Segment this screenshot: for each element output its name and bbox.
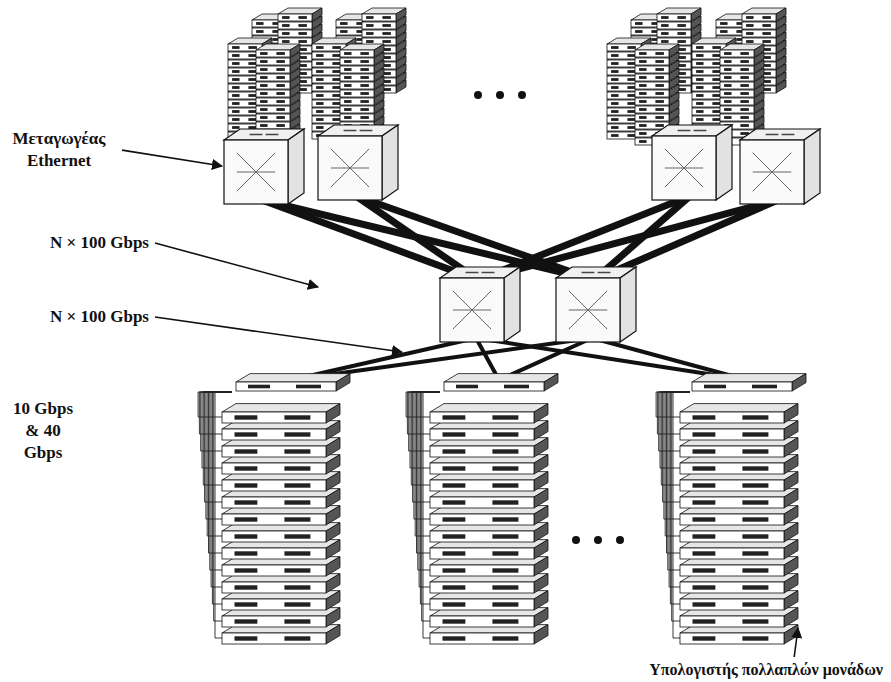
ethernet-switch (318, 125, 398, 200)
multicore-server (680, 489, 798, 508)
multicore-server (222, 472, 340, 491)
server-cluster (228, 8, 322, 145)
server-unit (278, 8, 322, 21)
server-unit (742, 8, 786, 21)
server-unit (635, 44, 679, 57)
ellipsis-dots (474, 91, 624, 544)
multicore-server (222, 625, 340, 644)
server-unit (657, 8, 701, 21)
callout-label: Μεταγωγέας Ethernet (2, 128, 116, 172)
multicore-server (680, 523, 798, 542)
multicore-server (430, 472, 548, 491)
multicore-server (222, 455, 340, 474)
links (262, 196, 778, 380)
server-rack (198, 374, 350, 644)
multicore-server (222, 506, 340, 525)
server-rack (656, 374, 806, 644)
callout-label: N × 100 Gbps (50, 232, 149, 254)
multicore-server (430, 455, 548, 474)
server-cluster (312, 8, 406, 145)
leader-arrows (122, 150, 798, 657)
multicore-server (430, 540, 548, 559)
uplink-100g (478, 200, 778, 280)
multicore-server (222, 404, 340, 423)
multicore-server (430, 591, 548, 610)
server-unit (256, 44, 300, 57)
uplink-100g (356, 196, 594, 280)
multicore-server (222, 523, 340, 542)
ethernet-switch (740, 129, 820, 204)
multicore-server (222, 438, 340, 457)
leader-arrow (794, 628, 798, 657)
multicore-server (680, 404, 798, 423)
ethernet-switch (652, 125, 732, 200)
multicore-server (430, 438, 548, 457)
multicore-server (430, 421, 548, 440)
multicore-server (680, 421, 798, 440)
rack-switch (236, 374, 350, 391)
leader-arrow (155, 317, 402, 352)
multicore-server (222, 489, 340, 508)
rack-switch (444, 374, 558, 391)
multicore-server (222, 540, 340, 559)
multicore-server (222, 608, 340, 627)
multicore-server (430, 625, 548, 644)
multicore-server (430, 489, 548, 508)
multicore-server (430, 506, 548, 525)
multicore-server (680, 455, 798, 474)
multicore-server (222, 591, 340, 610)
callout-label: 10 Gbps & 40 Gbps (8, 398, 78, 464)
multicore-server (680, 540, 798, 559)
rack-switch (692, 374, 806, 391)
illustration (198, 8, 820, 644)
ethernet-switch (224, 129, 304, 204)
server-rack (406, 374, 558, 644)
multicore-server (430, 557, 548, 576)
leader-arrow (122, 150, 222, 166)
multicore-server (680, 574, 798, 593)
callout-label: Υπολογιστής πολλαπλών μονάδων (649, 660, 883, 681)
ethernet-switch (440, 267, 520, 342)
multicore-server (222, 557, 340, 576)
leader-arrow (155, 243, 318, 287)
multicore-server (680, 438, 798, 457)
multicore-server (680, 557, 798, 576)
multicore-server (680, 506, 798, 525)
server-unit (362, 8, 406, 21)
multicore-server (430, 608, 548, 627)
multicore-server (430, 404, 548, 423)
multicore-server (430, 523, 548, 542)
uplink-100g (262, 200, 594, 280)
ethernet-switch (556, 267, 636, 342)
multicore-server (680, 625, 798, 644)
multicore-server (680, 591, 798, 610)
multicore-server (222, 574, 340, 593)
server-unit (720, 44, 764, 57)
server-unit (340, 44, 384, 57)
uplink-100g (262, 200, 478, 280)
callout-label: N × 100 Gbps (50, 306, 149, 328)
multicore-server (222, 421, 340, 440)
multicore-server (680, 608, 798, 627)
multicore-server (430, 574, 548, 593)
multicore-server (680, 472, 798, 491)
